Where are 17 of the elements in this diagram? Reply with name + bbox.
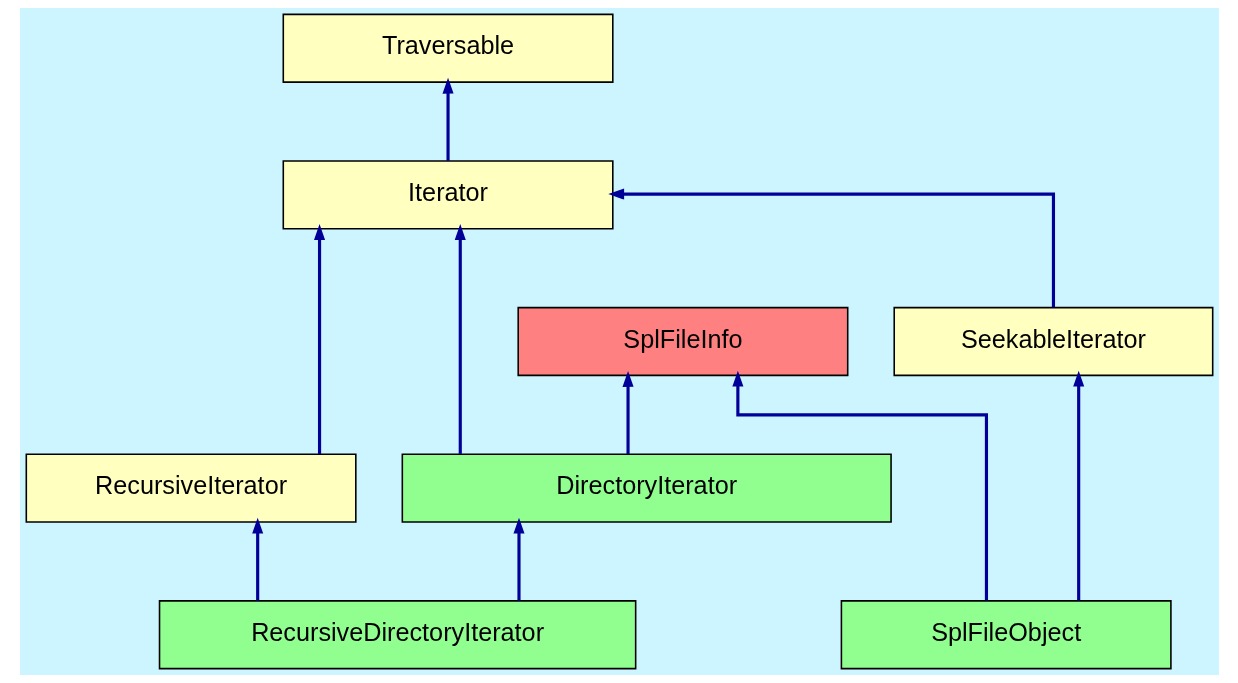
node-box: Traversable xyxy=(282,13,614,83)
arrow xyxy=(442,77,454,161)
node-box: DirectoryIterator xyxy=(401,453,892,523)
arrow xyxy=(607,188,1055,308)
arrow xyxy=(251,517,263,601)
arrow xyxy=(313,224,325,454)
arrow xyxy=(622,371,634,455)
node-box: Iterator xyxy=(282,160,614,230)
node-box: RecursiveDirectoryIterator xyxy=(158,600,636,670)
node-box: SplFileInfo xyxy=(516,306,848,377)
arrow xyxy=(1072,370,1084,601)
node-box: RecursiveIterator xyxy=(25,453,357,523)
arrow xyxy=(454,224,466,454)
node-box: SeekableIterator xyxy=(892,306,1213,377)
node-box: SplFileObject xyxy=(840,600,1172,670)
arrow xyxy=(731,370,988,601)
arrow xyxy=(512,517,524,601)
